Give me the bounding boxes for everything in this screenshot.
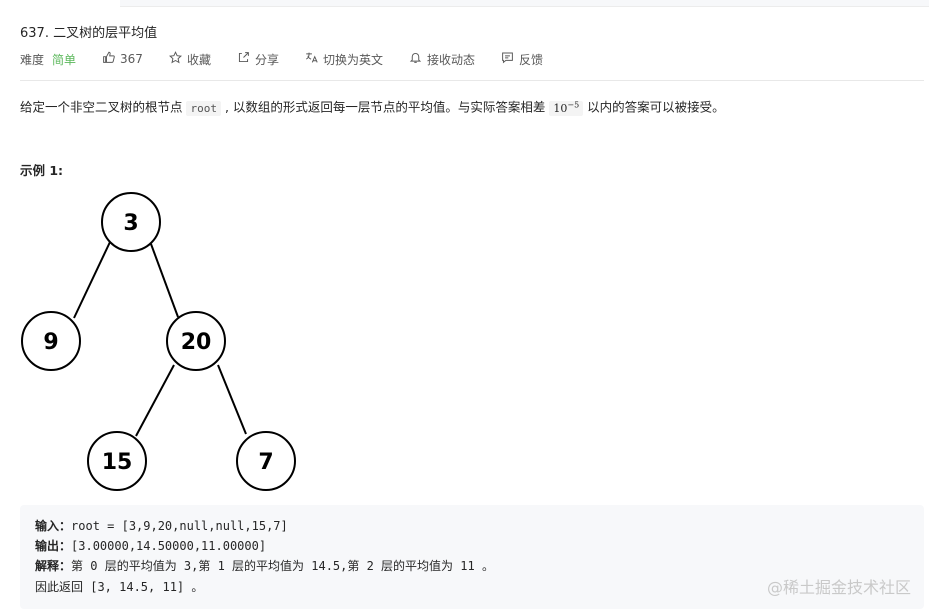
subscribe-label: 接收动态: [426, 52, 475, 67]
problem-description: 给定一个非空二叉树的根节点 root , 以数组的形式返回每一层节点的平均值。与…: [20, 96, 725, 118]
binary-tree-diagram: 3 9 20 15 7: [21, 192, 296, 491]
description-text-2: , 以数组的形式返回每一层节点的平均值。与实际答案相差: [220, 99, 550, 115]
difficulty-label: 难度: [20, 52, 45, 67]
tree-node: 15: [87, 431, 147, 491]
share-label: 分享: [254, 52, 279, 67]
tree-node: 3: [101, 192, 161, 252]
tree-edge: [73, 241, 111, 319]
like-count: 367: [120, 52, 143, 66]
feedback-label: 反馈: [519, 52, 544, 67]
tolerance-math: 10−5: [549, 100, 584, 116]
tree-node-label: 20: [181, 330, 212, 355]
output-label: 输出：: [35, 539, 72, 553]
math-exponent: −5: [567, 100, 580, 109]
star-icon: [168, 50, 182, 68]
top-strip: [120, 0, 929, 7]
input-label: 输入：: [35, 519, 72, 533]
bell-icon: [409, 51, 422, 68]
example-io-block: 输入：root = [3,9,20,null,null,15,7] 输出：[3.…: [20, 505, 924, 609]
inline-code-root: root: [186, 100, 221, 116]
subscribe-button[interactable]: 接收动态: [409, 51, 475, 68]
thumbs-up-icon: [102, 51, 115, 68]
switch-language-label: 切换为英文: [322, 52, 383, 67]
feedback-icon: [501, 51, 514, 68]
watermark: @稀土掘金技术社区: [766, 578, 911, 597]
tree-node-label: 7: [258, 450, 273, 475]
tree-edge: [135, 364, 175, 437]
example-title: 示例 1:: [20, 163, 64, 178]
translate-icon: [305, 51, 318, 68]
tree-node-label: 3: [123, 211, 138, 236]
like-button[interactable]: 367: [102, 51, 143, 68]
difficulty-value: 简单: [52, 52, 77, 67]
output-value: [3.00000,14.50000,11.00000]: [71, 539, 267, 553]
tree-node: 7: [236, 431, 296, 491]
example-output-line: 输出：[3.00000,14.50000,11.00000]: [35, 537, 266, 554]
description-text-3: 以内的答案可以被接受。: [583, 99, 725, 115]
tree-node-label: 15: [102, 450, 133, 475]
switch-language-button[interactable]: 切换为英文: [305, 51, 383, 68]
problem-title: 637. 二叉树的层平均值: [20, 26, 158, 41]
favorite-button[interactable]: 收藏: [168, 50, 211, 68]
share-icon: [237, 51, 250, 68]
tree-node-label: 9: [43, 330, 58, 355]
explain-value: 第 0 层的平均值为 3,第 1 层的平均值为 14.5,第 2 层的平均值为 …: [71, 559, 494, 573]
header-divider: [20, 80, 924, 81]
tree-node: 9: [21, 311, 81, 371]
example-explain-line: 解释：第 0 层的平均值为 3,第 1 层的平均值为 14.5,第 2 层的平均…: [35, 557, 494, 574]
tree-edge: [150, 243, 179, 318]
input-value: root = [3,9,20,null,null,15,7]: [71, 519, 288, 533]
example-input-line: 输入：root = [3,9,20,null,null,15,7]: [35, 517, 288, 534]
tree-edge: [217, 364, 247, 435]
example-conclusion-line: 因此返回 [3, 14.5, 11] 。: [35, 580, 204, 594]
tree-node: 20: [166, 311, 226, 371]
favorite-label: 收藏: [186, 52, 211, 67]
description-text-1: 给定一个非空二叉树的根节点: [20, 99, 187, 115]
problem-meta-bar: 难度 简单 367 收藏 分享 切换为英文 接收动态 反馈: [20, 50, 569, 68]
math-base: 10: [553, 101, 568, 115]
feedback-button[interactable]: 反馈: [501, 51, 543, 68]
share-button[interactable]: 分享: [237, 51, 279, 68]
explain-label: 解释：: [35, 559, 72, 573]
